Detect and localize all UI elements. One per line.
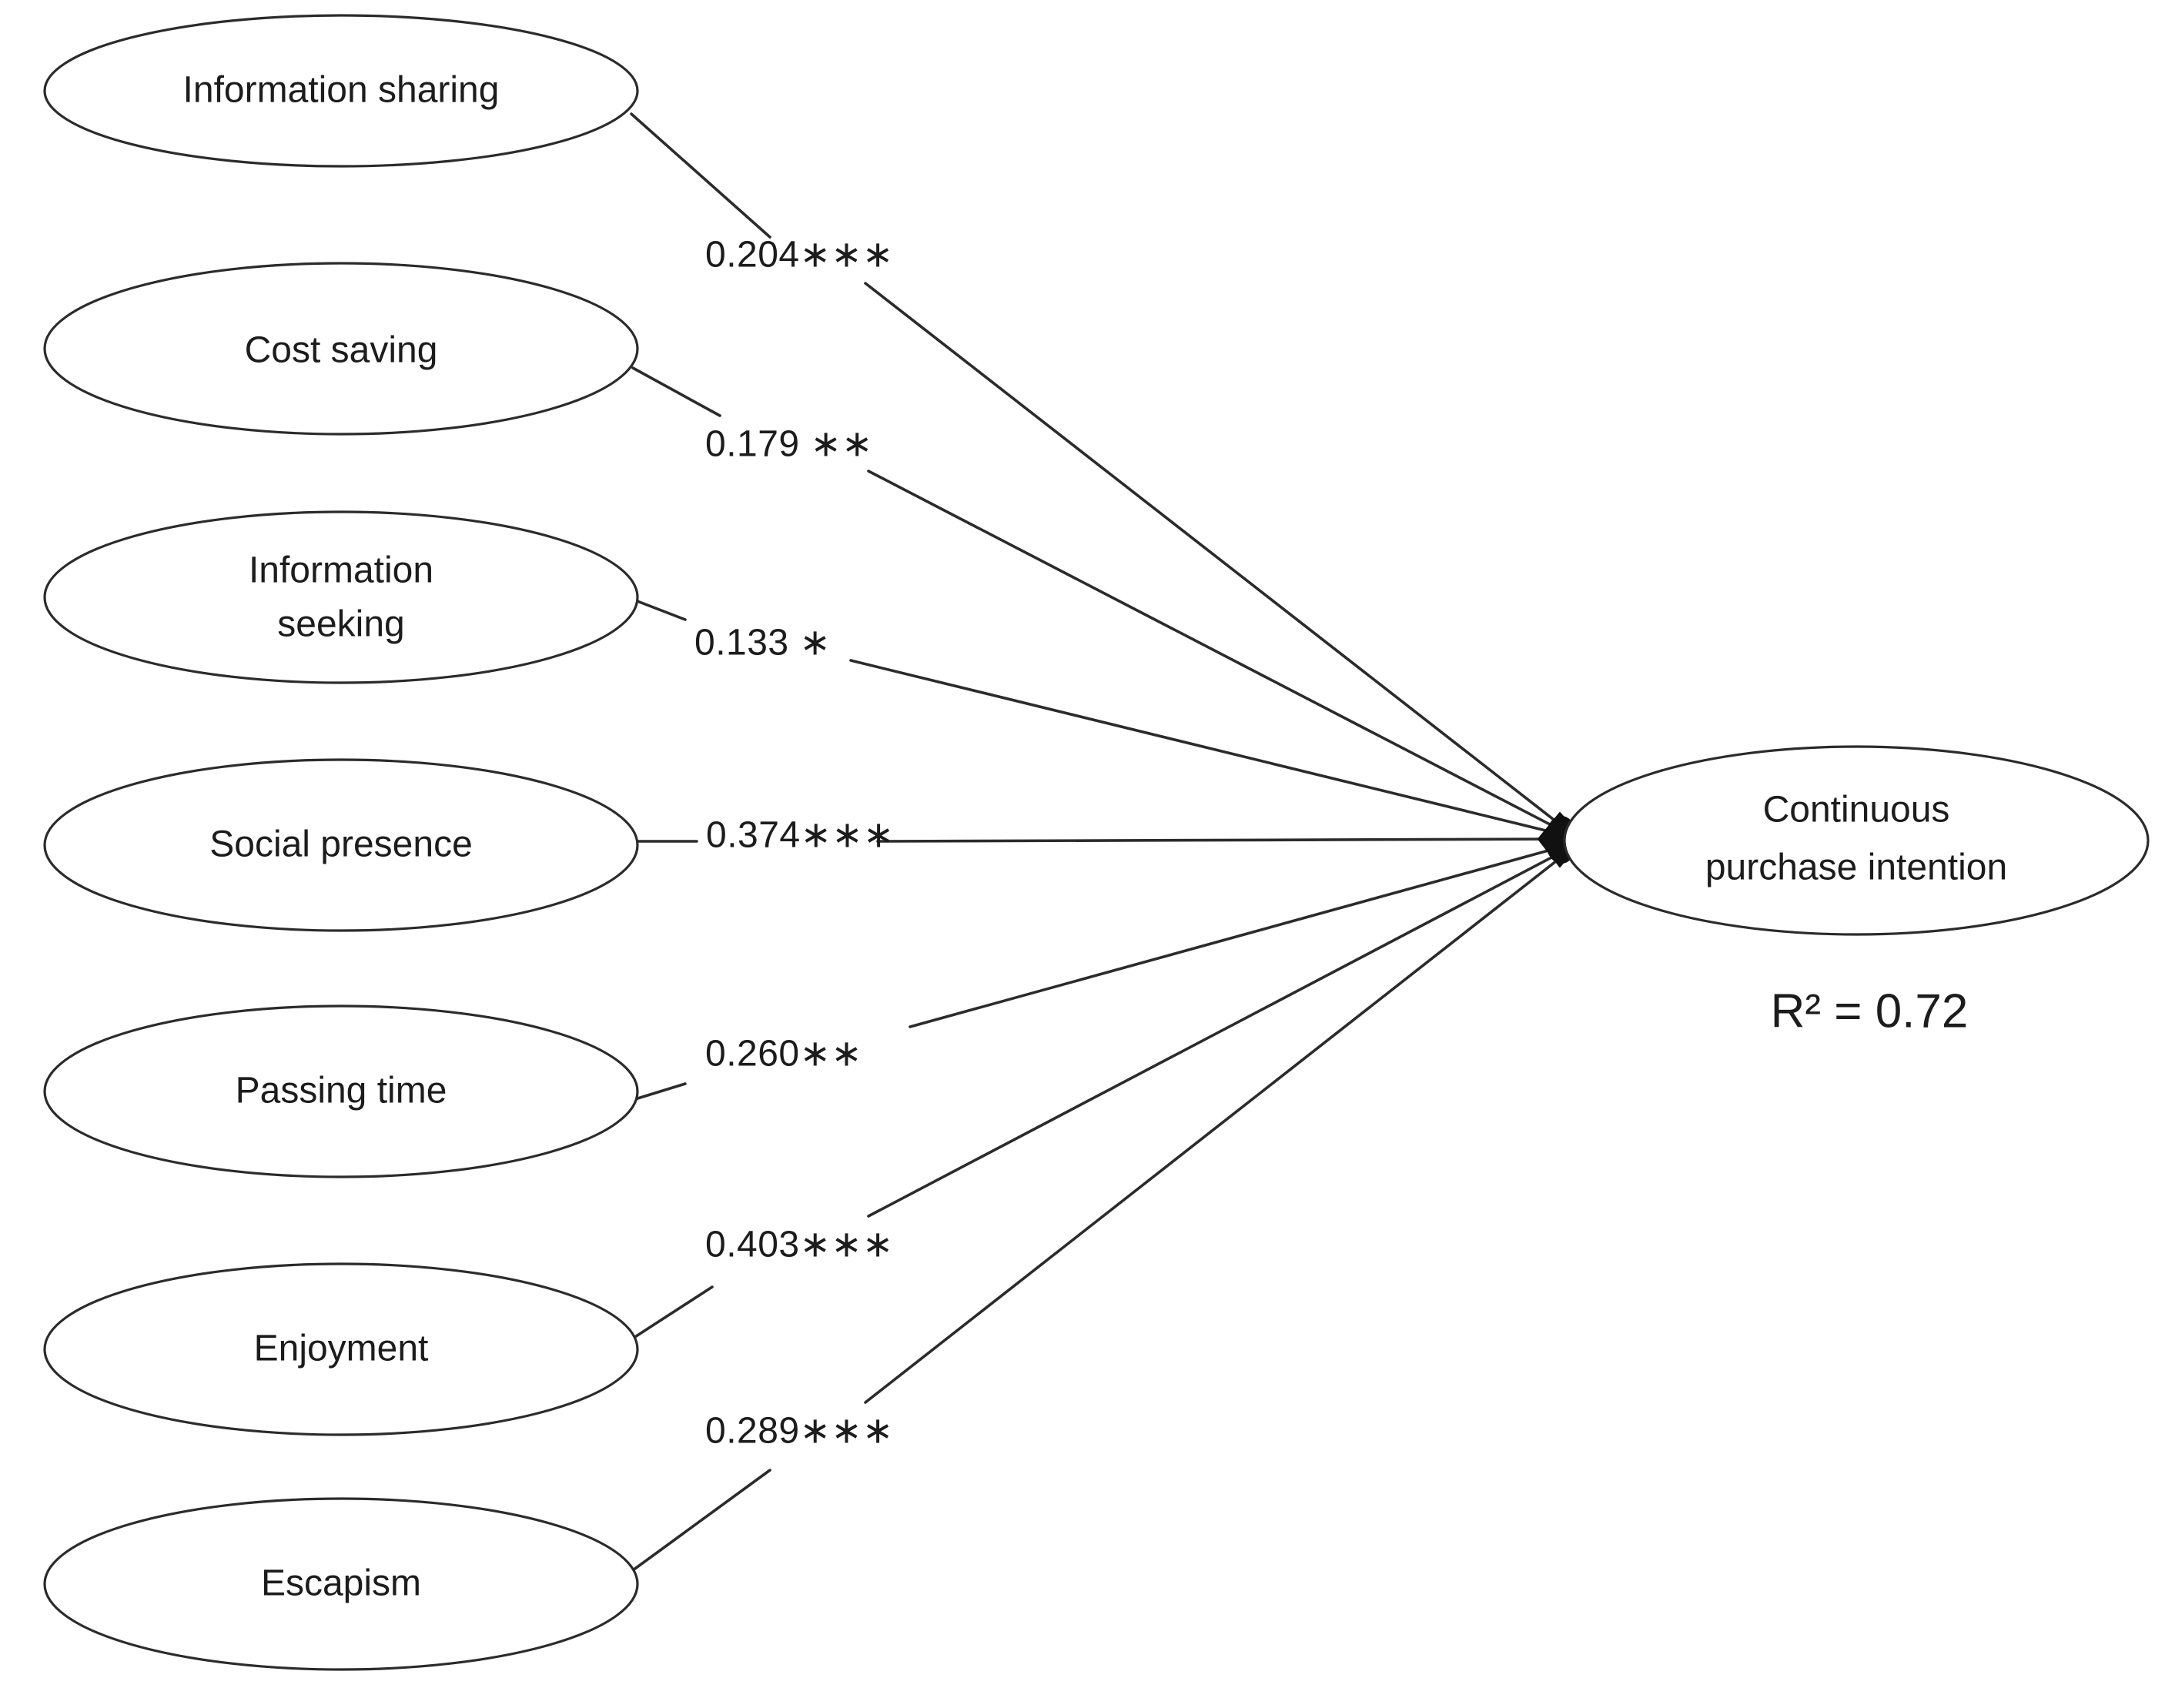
node-ellipse-enjoyment[interactable]	[43, 1262, 639, 1436]
path-line-information-sharing[interactable]	[864, 282, 1572, 834]
coefficient-label-information-seeking: 0.133 ∗	[694, 623, 831, 663]
node-ellipse-passing-time[interactable]	[43, 1004, 639, 1178]
r-squared-label: R² = 0.72	[1771, 984, 1969, 1038]
path-line-escapism-stub[interactable]	[631, 1469, 771, 1572]
coefficient-label-escapism: 0.289∗∗∗	[705, 1411, 894, 1452]
node-label-escapism: Escapism	[261, 1563, 421, 1604]
node-label-outcome-line1: Continuous	[1763, 790, 1950, 831]
node-cost-saving[interactable]: Cost saving	[43, 262, 639, 436]
node-ellipse-information-sharing[interactable]	[43, 14, 639, 168]
predictor-nodes-group: Information sharing Cost saving Informat…	[43, 14, 639, 1671]
path-line-enjoyment[interactable]	[867, 847, 1571, 1218]
path-line-cost-saving[interactable]	[867, 470, 1571, 836]
coefficient-label-cost-saving: 0.179 ∗∗	[705, 424, 873, 465]
node-label-passing-time: Passing time	[236, 1071, 447, 1111]
node-ellipse-information-seeking[interactable]	[43, 510, 639, 684]
path-line-cost-saving-stub[interactable]	[631, 366, 721, 417]
node-label-enjoyment: Enjoyment	[254, 1329, 429, 1369]
coefficient-labels-group: 0.204∗∗∗ 0.179 ∗∗ 0.133 ∗ 0.374∗∗∗ 0.260…	[694, 235, 895, 1452]
coefficient-label-enjoyment: 0.403∗∗∗	[705, 1225, 894, 1265]
node-information-sharing[interactable]: Information sharing	[43, 14, 639, 168]
node-label-social-presence: Social presence	[209, 824, 473, 865]
path-line-information-seeking-stub[interactable]	[630, 597, 687, 621]
node-passing-time[interactable]: Passing time	[43, 1004, 639, 1178]
coefficient-label-information-sharing: 0.204∗∗∗	[705, 235, 894, 276]
node-label-information-sharing: Information sharing	[183, 70, 500, 111]
node-escapism[interactable]: Escapism	[43, 1497, 639, 1671]
path-line-information-seeking[interactable]	[849, 659, 1569, 837]
node-ellipse-continuous-purchase-intention[interactable]	[1563, 745, 2150, 936]
path-lines-group	[622, 112, 1572, 1572]
coefficient-label-passing-time: 0.260∗∗	[705, 1034, 862, 1075]
node-ellipse-cost-saving[interactable]	[43, 262, 639, 436]
node-label-outcome-line2: purchase intention	[1705, 847, 2007, 888]
node-continuous-purchase-intention[interactable]: Continuous purchase intention	[1563, 745, 2150, 936]
path-line-passing-time[interactable]	[908, 844, 1569, 1028]
path-line-enjoyment-stub[interactable]	[630, 1285, 714, 1341]
node-ellipse-social-presence[interactable]	[43, 758, 639, 932]
coefficient-label-social-presence: 0.374∗∗∗	[706, 815, 895, 856]
node-social-presence[interactable]: Social presence	[43, 758, 639, 932]
node-label-cost-saving: Cost saving	[245, 330, 438, 371]
path-line-social-presence[interactable]	[876, 837, 1568, 843]
node-ellipse-escapism[interactable]	[43, 1497, 639, 1671]
path-line-information-sharing-stub[interactable]	[630, 112, 771, 239]
node-enjoyment[interactable]: Enjoyment	[43, 1262, 639, 1436]
node-label-information-seeking-line1: Information	[249, 550, 433, 591]
node-information-seeking[interactable]: Information seeking	[43, 510, 639, 684]
node-label-information-seeking-line2: seeking	[277, 604, 404, 645]
path-line-escapism[interactable]	[864, 848, 1572, 1404]
